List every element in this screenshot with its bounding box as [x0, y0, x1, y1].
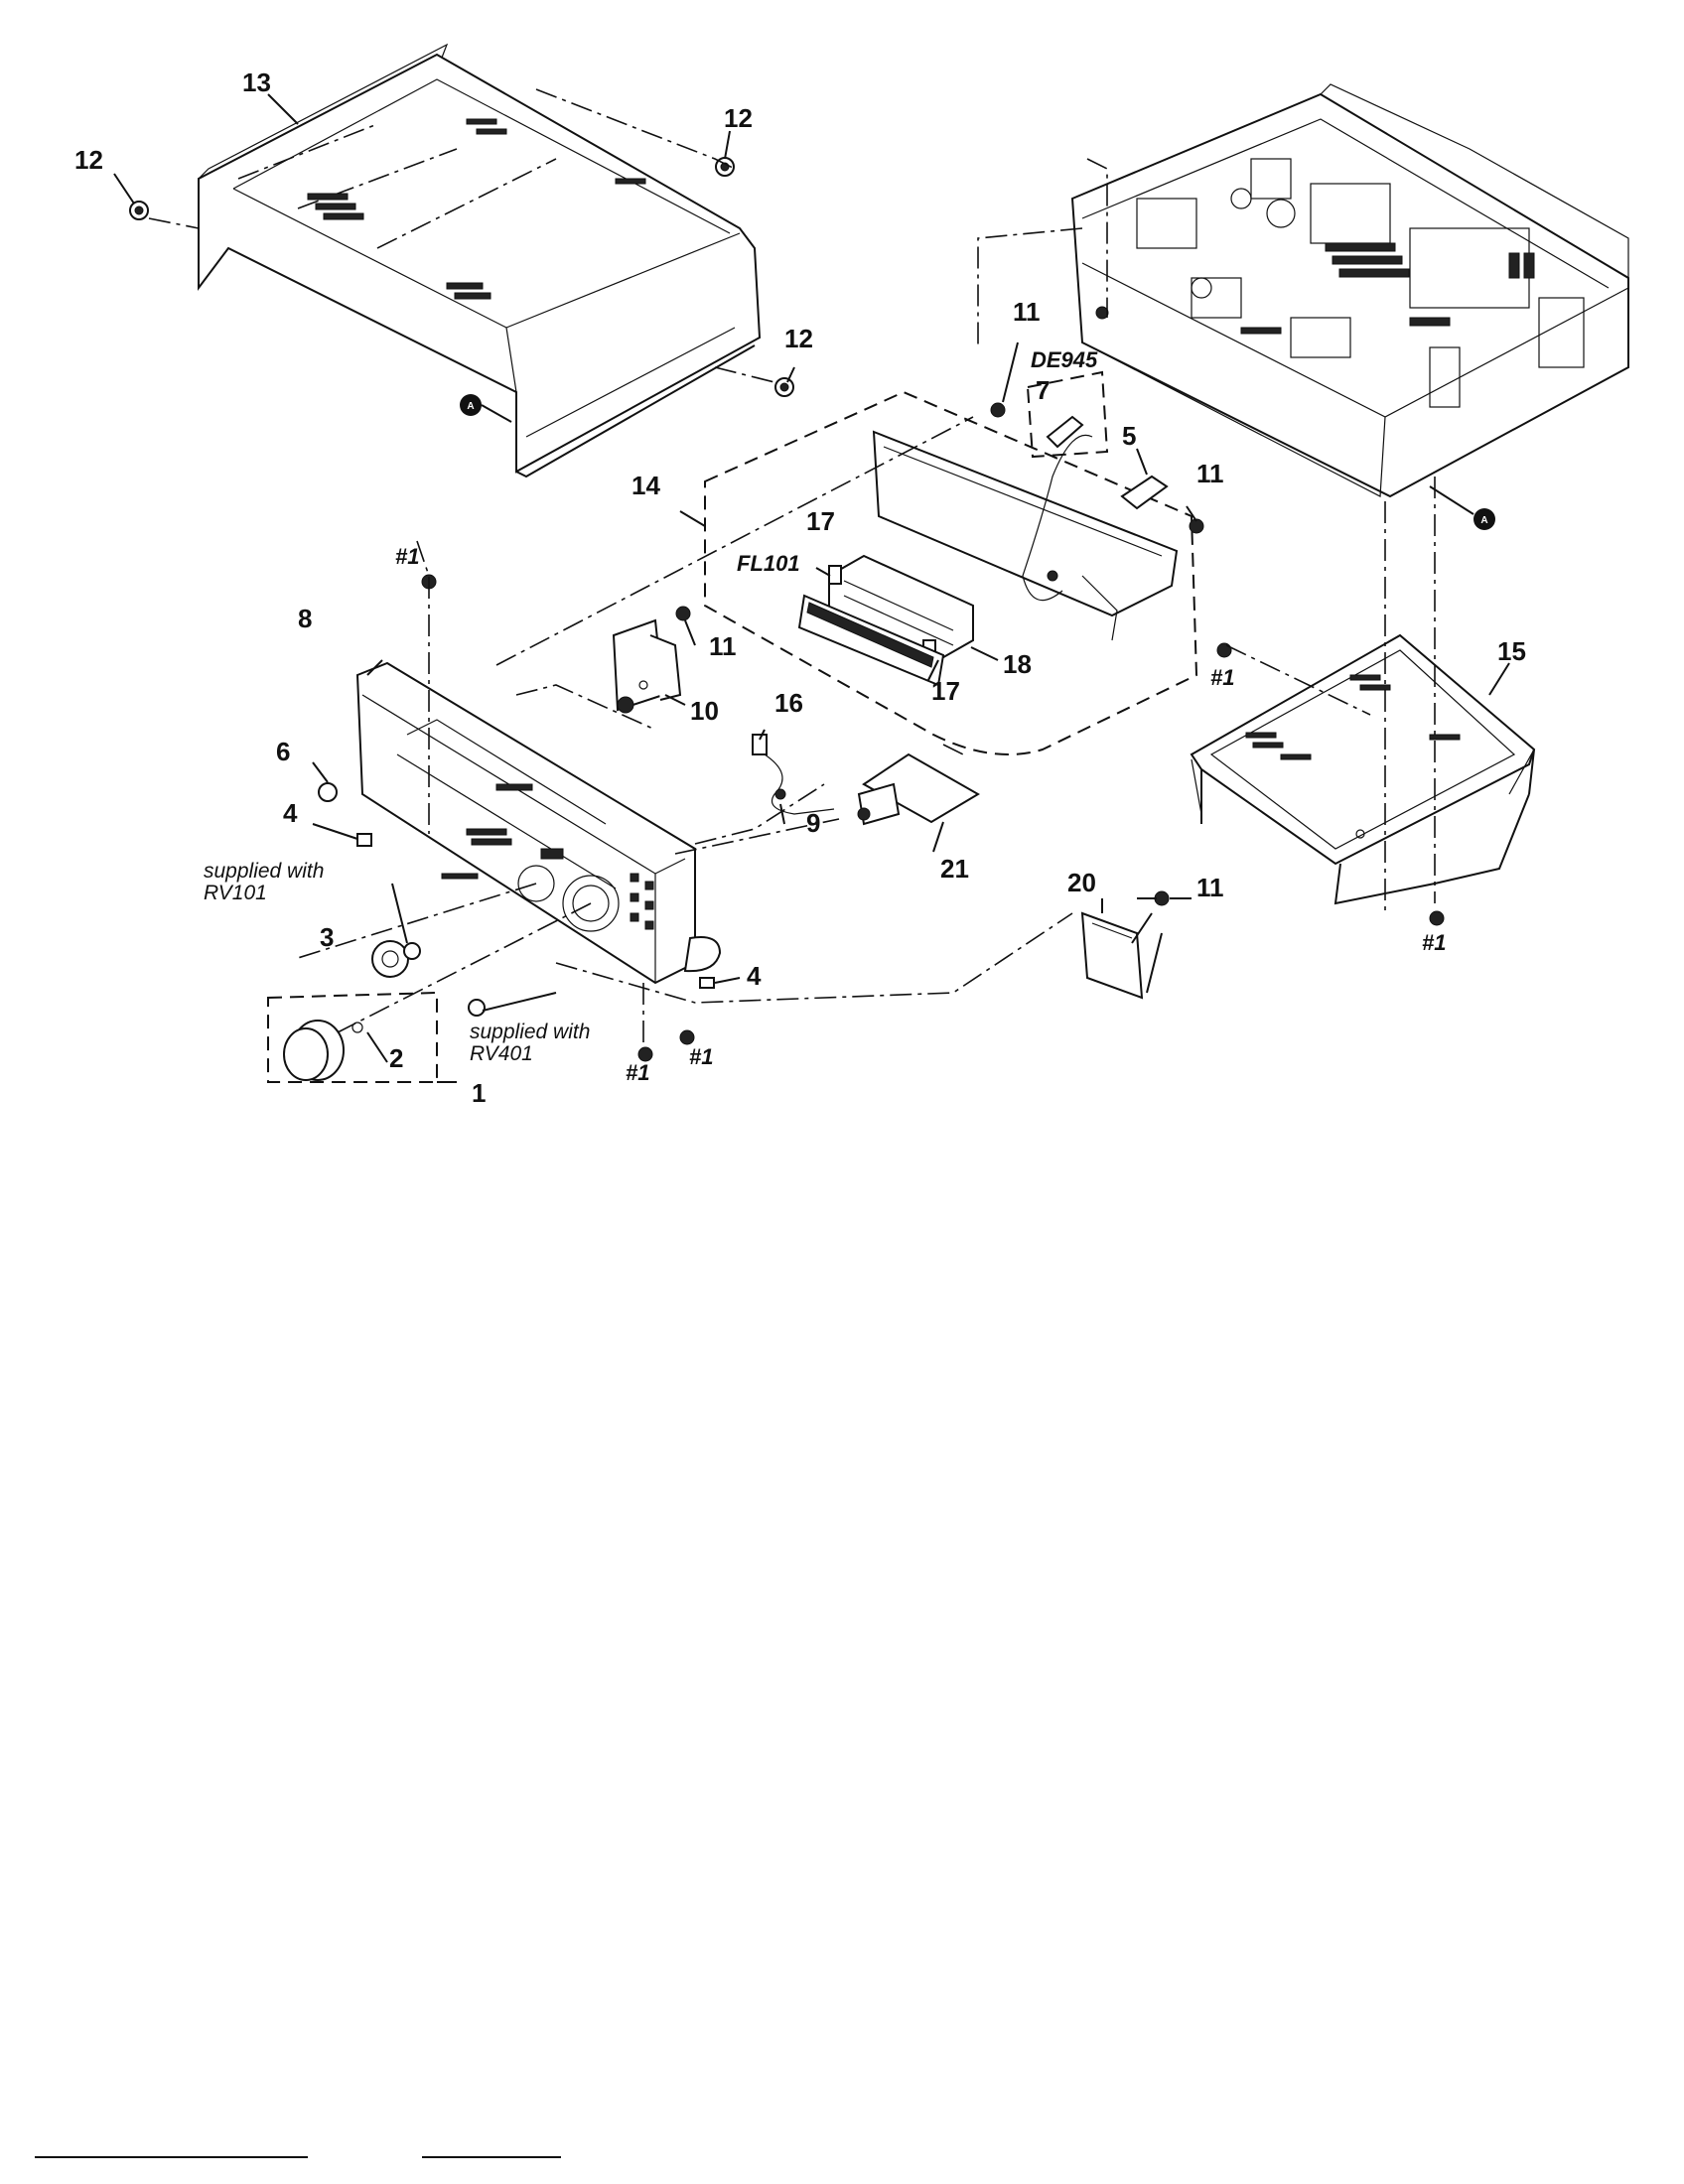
callout-16: 16	[774, 688, 803, 718]
callout-11b: 11	[1196, 459, 1224, 488]
volume-knob	[267, 991, 438, 1083]
callout-17a: 17	[806, 506, 835, 536]
callout-7: 7	[1036, 375, 1050, 405]
switch-16	[752, 734, 835, 815]
callout-1: 1	[472, 1078, 486, 1108]
knob-group-outline	[267, 991, 438, 1083]
bracket-10	[612, 618, 682, 714]
assembly-14-outline	[704, 390, 1198, 755]
ref-a2-label: A	[1480, 515, 1487, 526]
main-chassis	[1070, 83, 1629, 498]
callout-screw-1a: #1	[395, 544, 419, 569]
screws	[129, 157, 1445, 1062]
board-20	[1080, 911, 1144, 1000]
note-rv401-line2: RV401	[470, 1042, 533, 1065]
callout-18: 18	[1003, 649, 1032, 679]
ref-marker-a2: A	[1474, 508, 1495, 530]
de945-outline	[1026, 370, 1109, 459]
callout-11a: 11	[1013, 297, 1041, 327]
flat-cable-7	[1026, 370, 1109, 459]
note-rv101-line1: supplied with	[204, 860, 324, 883]
callout-screw-1e: #1	[626, 1060, 649, 1085]
display-board	[872, 430, 1179, 641]
callout-9: 9	[806, 808, 820, 838]
callout-screw-1d: #1	[689, 1044, 713, 1069]
board-21	[857, 752, 980, 826]
callout-13: 13	[242, 68, 271, 97]
assembly-lines	[148, 88, 1535, 1047]
label-de945: DE945	[1031, 347, 1098, 372]
callout-3: 3	[320, 922, 334, 952]
callout-4a: 4	[283, 798, 298, 828]
callout-21: 21	[940, 854, 969, 884]
leader-lines	[113, 93, 1510, 1083]
input-knob	[371, 940, 486, 1017]
callout-4b: 4	[747, 961, 762, 991]
front-panel	[355, 661, 722, 985]
callout-screw-1b: #1	[1210, 665, 1234, 690]
callout-15: 15	[1497, 636, 1526, 666]
fl101-display	[797, 594, 945, 687]
callout-2: 2	[389, 1043, 403, 1073]
bottom-plate	[1190, 633, 1536, 866]
callout-screw-1c: #1	[1422, 930, 1446, 955]
flat-cable-5	[1120, 475, 1169, 510]
callout-11d: 11	[1196, 873, 1224, 902]
callout-12c: 12	[784, 324, 813, 353]
ref-a1-label: A	[467, 401, 474, 412]
label-fl101: FL101	[737, 551, 800, 576]
note-rv101-line2: RV101	[204, 882, 267, 904]
callout-8: 8	[298, 604, 312, 633]
callout-6: 6	[276, 737, 290, 766]
callout-11c: 11	[709, 631, 737, 661]
ref-marker-a1: A	[460, 394, 482, 416]
top-cover	[198, 43, 762, 478]
callout-12a: 12	[724, 103, 753, 133]
note-rv401-line1: supplied with	[470, 1021, 590, 1043]
callout-10: 10	[690, 696, 719, 726]
callout-14: 14	[632, 471, 660, 500]
callout-12b: 12	[74, 145, 103, 175]
callout-20: 20	[1067, 868, 1096, 897]
callout-5: 5	[1122, 421, 1136, 451]
callout-17b: 17	[931, 676, 960, 706]
